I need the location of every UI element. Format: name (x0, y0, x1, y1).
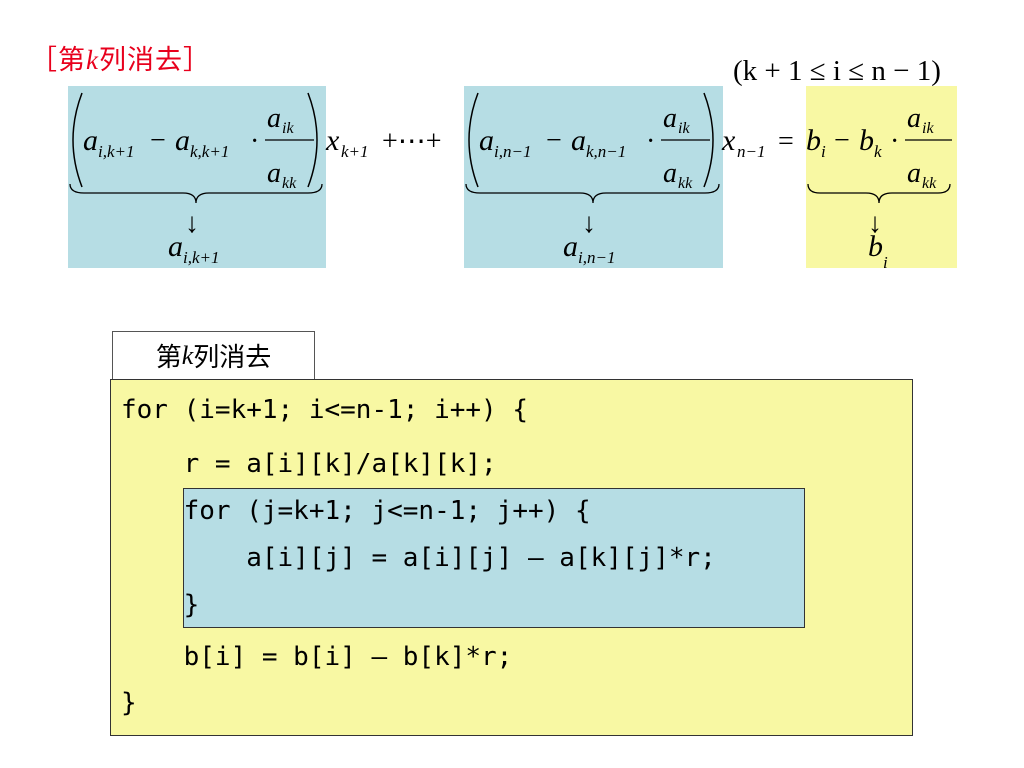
result-subscript-i-k1: i,k+1 (183, 248, 220, 267)
highlight-term-last (464, 86, 723, 268)
a-symbol: a (663, 103, 677, 134)
dot-operator: · (250, 126, 259, 157)
subscript-k-k1: k,k+1 (190, 142, 229, 161)
subscript-ik: ik (282, 120, 294, 137)
a-symbol: a (571, 124, 586, 157)
minus-sign: − (834, 125, 850, 156)
code-block: for (i=k+1; i<=n-1; i++) { r = a[i][k]/a… (110, 379, 913, 736)
subscript-ik: ik (678, 120, 690, 137)
code-line-1: for (i=k+1; i<=n-1; i++) { (121, 395, 528, 425)
subscript-i-k1: i,k+1 (98, 142, 135, 161)
subscript-k-n1: k,n−1 (586, 142, 626, 161)
a-symbol: a (168, 230, 183, 263)
a-symbol: a (479, 124, 494, 157)
down-arrow: ↓ (185, 208, 199, 239)
a-symbol: a (267, 158, 281, 189)
a-symbol: a (907, 103, 921, 134)
a-symbol: a (267, 103, 281, 134)
code-line-6: b[i] = b[i] – b[k]*r; (121, 642, 513, 672)
subscript-k: k (874, 142, 882, 161)
dot-operator: · (646, 126, 655, 157)
minus-sign: − (150, 125, 166, 156)
ellipsis-plus: +⋯+ (382, 126, 442, 157)
subscript-k1: k+1 (341, 142, 369, 161)
b-symbol: b (859, 124, 874, 157)
dot-operator: · (890, 126, 899, 157)
highlight-term-first (68, 86, 326, 268)
heading-open: ［第 (30, 45, 86, 76)
subscript-n1: n−1 (737, 142, 765, 161)
a-symbol: a (175, 124, 190, 157)
a-symbol: a (563, 230, 578, 263)
code-line-2: r = a[i][k]/a[k][k]; (121, 449, 497, 479)
code-line-4: a[i][j] = a[i][j] – a[k][j]*r; (121, 543, 716, 573)
subscript-ik: ik (922, 120, 934, 137)
minus-sign: − (546, 125, 562, 156)
a-symbol: a (663, 158, 677, 189)
down-arrow: ↓ (868, 208, 882, 239)
result-subscript-i: i (883, 253, 888, 272)
index-condition: (k + 1 ≤ i ≤ n − 1) (733, 55, 941, 87)
code-line-3: for (j=k+1; j<=n-1; j++) { (121, 496, 591, 526)
a-symbol: a (907, 158, 921, 189)
heading-rest: 列消去］ (98, 45, 211, 76)
subscript-kk: kk (922, 175, 937, 192)
x-symbol: x (325, 124, 340, 157)
heading-k: k (86, 45, 99, 75)
a-symbol: a (83, 124, 98, 157)
elimination-equation: (k + 1 ≤ i ≤ n − 1) a i,k+1 − a k,k+1 · … (69, 55, 952, 272)
code-tab-k: k (181, 340, 194, 370)
code-line-5: } (121, 590, 200, 620)
code-line-7: } (121, 688, 137, 718)
result-subscript-i-n1: i,n−1 (578, 248, 615, 267)
x-symbol: x (721, 124, 736, 157)
code-tab-suffix: 列消去 (193, 343, 272, 373)
b-symbol: b (806, 124, 821, 157)
b-symbol: b (868, 230, 883, 263)
inner-loop-highlight (183, 488, 805, 628)
code-tab-prefix: 第 (155, 343, 182, 373)
subscript-i: i (821, 142, 826, 161)
subscript-i-n1: i,n−1 (494, 142, 531, 161)
slide-heading: ［第k列消去］ (30, 38, 211, 77)
highlight-rhs (806, 86, 957, 268)
down-arrow: ↓ (582, 208, 596, 239)
subscript-kk: kk (282, 175, 297, 192)
subscript-kk: kk (678, 175, 693, 192)
equals-sign: = (778, 126, 794, 157)
